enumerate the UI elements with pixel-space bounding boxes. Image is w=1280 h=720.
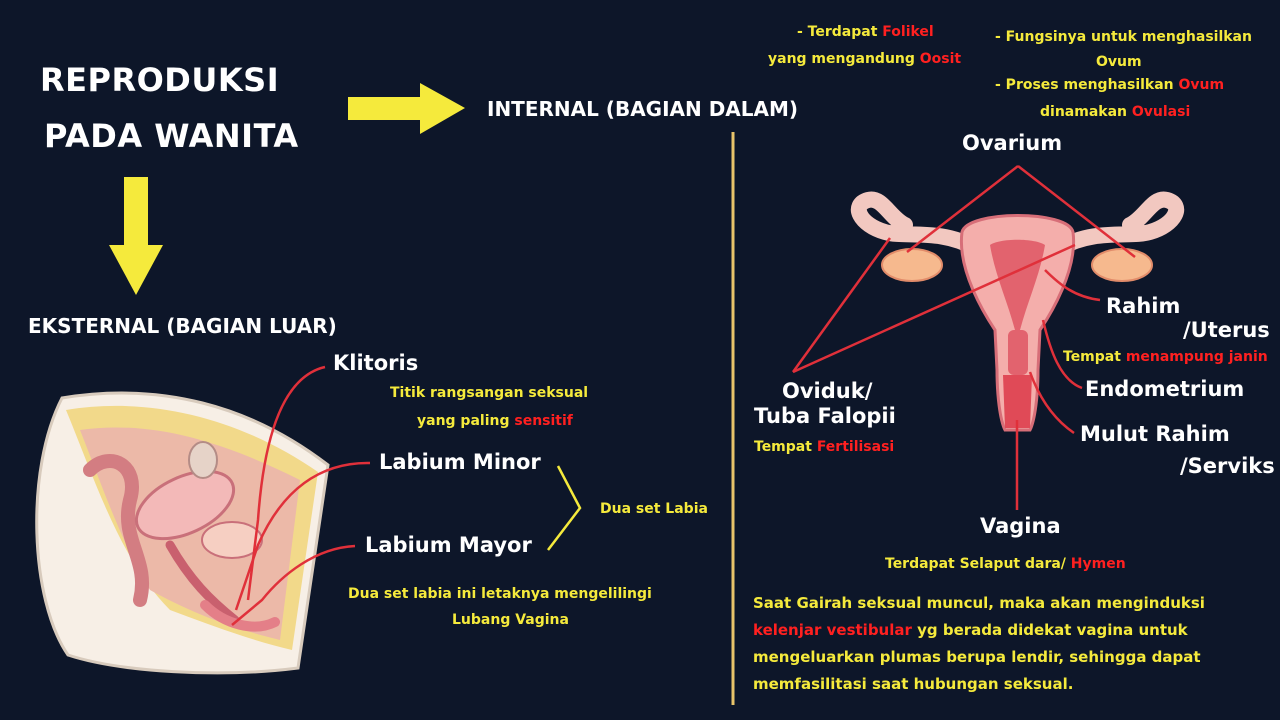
arrow-right-icon [348,83,465,134]
note-folikel-1: - Terdapat Folikel [797,24,934,40]
note-fungsi-1: - Fungsinya untuk menghasilkan [995,29,1252,45]
label-serviks: /Serviks [1180,454,1275,478]
label-vagina: Vagina [980,514,1061,538]
note-proses-2: dinamakan Ovulasi [1040,104,1191,120]
label-rahim: Rahim [1106,294,1181,318]
label-labium-mayor: Labium Mayor [365,533,532,557]
highlight-fertilisasi: Fertilisasi [816,439,895,455]
highlight-oosit: Oosit [919,51,962,67]
internal-heading: INTERNAL (BAGIAN DALAM) [487,97,799,121]
right-ovary-icon [1091,248,1153,282]
right-tube-icon [1052,191,1185,256]
intestine-icon [83,454,149,607]
klitoris-pointer [246,365,326,601]
label-labium-minor: Labium Minor [379,450,541,474]
external-heading: EKSTERNAL (BAGIAN LUAR) [28,314,337,338]
note-labia-bottom-2: Lubang Vagina [452,612,569,628]
paragraph-vestibular: Saat Gairah seksual muncul, maka akan me… [753,594,1205,693]
label-mulut-rahim: Mulut Rahim [1080,422,1230,446]
rahim-pointer [1044,269,1101,302]
mulut-rahim-pointer [1028,371,1075,435]
labium-mayor-pointer [231,544,356,626]
title-line-1: REPRODUKSI [40,61,280,99]
vulva-icon [200,600,280,632]
label-tuba-falopii: Tuba Falopii [754,404,896,428]
ovarium-pointer-left [906,165,1019,253]
highlight-sensitif: sensitif [514,413,573,429]
label-klitoris: Klitoris [333,351,419,375]
label-oviduk: Oviduk/ [782,379,873,403]
note-dua-set-labia: Dua set Labia [600,501,708,517]
highlight-ovulasi: Ovulasi [1131,104,1191,120]
oviduk-pointer-right [792,243,1076,374]
note-folikel-2: yang mengandung Oosit [768,51,962,67]
note-vagina: Terdapat Selaput dara/ Hymen [885,556,1126,572]
title-line-2: PADA WANITA [44,117,299,155]
label-ovarium: Ovarium [962,131,1063,155]
note-klitoris-2: yang paling sensitif [417,413,573,429]
label-endometrium: Endometrium [1085,377,1245,401]
uterine-cavity-icon [990,239,1045,330]
labium-minor-pointer [234,461,371,611]
cervix-icon [1008,330,1028,375]
highlight-hymen: Hymen [1070,556,1126,572]
uterus-section-icon [134,469,236,541]
note-oviduk: Tempat Fertilisasi [754,439,895,455]
labia-bracket [547,465,582,551]
note-klitoris-1: Titik rangsangan seksual [390,385,589,401]
highlight-menampung-janin: menampung janin [1125,349,1268,365]
left-tube-icon [850,191,983,256]
highlight-folikel: Folikel [882,24,934,40]
endometrium-pointer [1041,319,1083,390]
vagina-canal-icon [1003,375,1032,428]
oviduk-pointer-left [791,237,892,373]
note-rahim: Tempat menampung janin [1063,349,1268,365]
ovary-section-icon [188,441,218,479]
ovarium-pointer-right [1017,165,1136,258]
highlight-ovum: Ovum [1178,77,1225,93]
label-uterus: /Uterus [1183,318,1270,342]
note-proses-1: - Proses menghasilkan Ovum [995,77,1225,93]
note-fungsi-2: Ovum [1096,54,1142,70]
note-labia-bottom-1: Dua set labia ini letaknya mengelilingi [348,586,652,602]
arrow-down-icon [109,177,163,295]
vaginal-canal-icon [165,540,240,625]
highlight-kelenjar-vestibular: kelenjar vestibular [753,621,912,639]
left-ovary-icon [881,248,943,282]
bladder-icon [201,521,263,559]
